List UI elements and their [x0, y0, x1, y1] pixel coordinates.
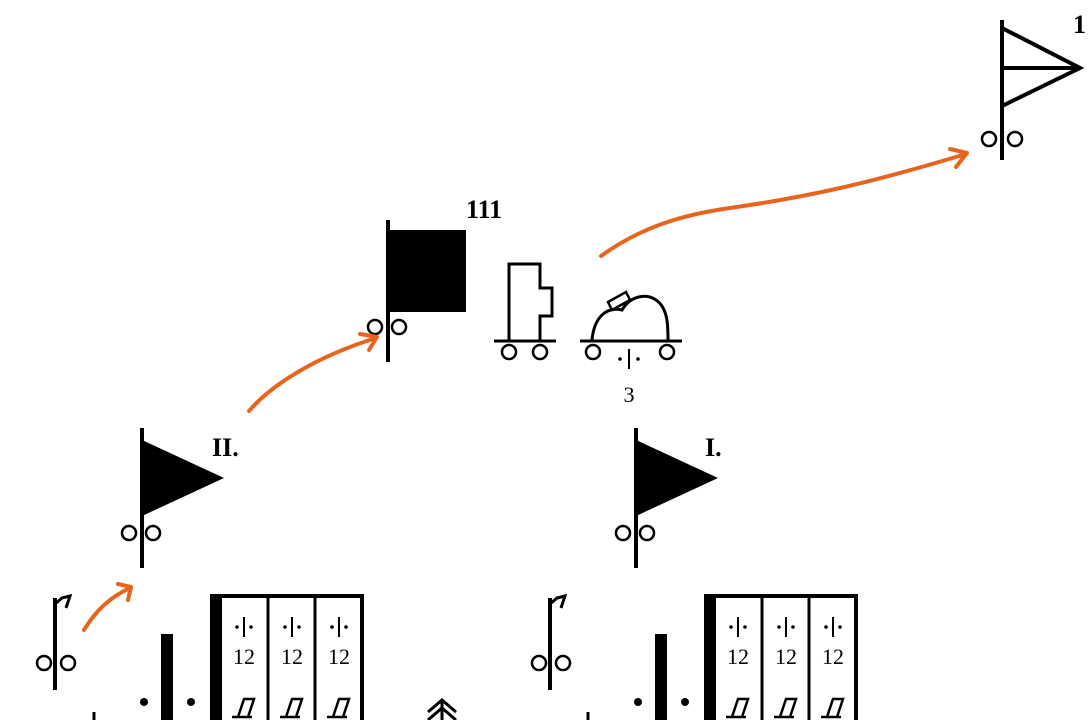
unit-I-label: I.: [705, 433, 722, 462]
hq-111-label: 111: [466, 195, 502, 224]
right-battery-block: [704, 594, 858, 720]
cell-number: 12: [328, 644, 350, 669]
arrow-left-flag-to-unit-II: [82, 582, 133, 632]
tree-icon: [427, 698, 457, 720]
cell-number: 12: [822, 644, 844, 669]
cell-number: 12: [775, 644, 797, 669]
arrow-hq-to-top-pennant: [599, 147, 969, 258]
cell-number: 12: [281, 644, 303, 669]
battery-cell: 12: [327, 617, 351, 719]
left-battery-cells: 12 12 12: [232, 617, 351, 719]
right-bar-marker-icon: [586, 634, 689, 720]
hq-flag-icon: [366, 220, 466, 362]
battery-cell: 12: [821, 617, 845, 719]
left-battery-block: [210, 594, 364, 720]
right-battery-cells: 12 12 12: [726, 617, 845, 719]
top-right-label: 1: [1073, 10, 1086, 39]
gun-vehicle-icon: [580, 290, 682, 369]
cell-number: 12: [727, 644, 749, 669]
cell-number: 12: [233, 644, 255, 669]
arrow-unit-II-to-hq: [247, 332, 379, 413]
unit-I-pennant-icon: [614, 428, 718, 568]
battery-cell: 12: [232, 617, 256, 719]
battery-cell: 12: [726, 617, 750, 719]
unit-II-label: II.: [212, 433, 239, 462]
right-small-flag-icon: [530, 593, 572, 690]
unit-II-pennant-icon: [120, 428, 224, 568]
top-right-pennant-icon: [980, 20, 1085, 160]
left-bar-marker-icon: [92, 634, 195, 720]
left-small-flag-icon: [35, 593, 77, 690]
battery-cell: 12: [774, 617, 798, 719]
gun-count-label: 3: [624, 382, 635, 407]
vehicle-icon: [494, 262, 556, 361]
orange-arrows: [82, 147, 969, 632]
battery-cell: 12: [280, 617, 304, 719]
